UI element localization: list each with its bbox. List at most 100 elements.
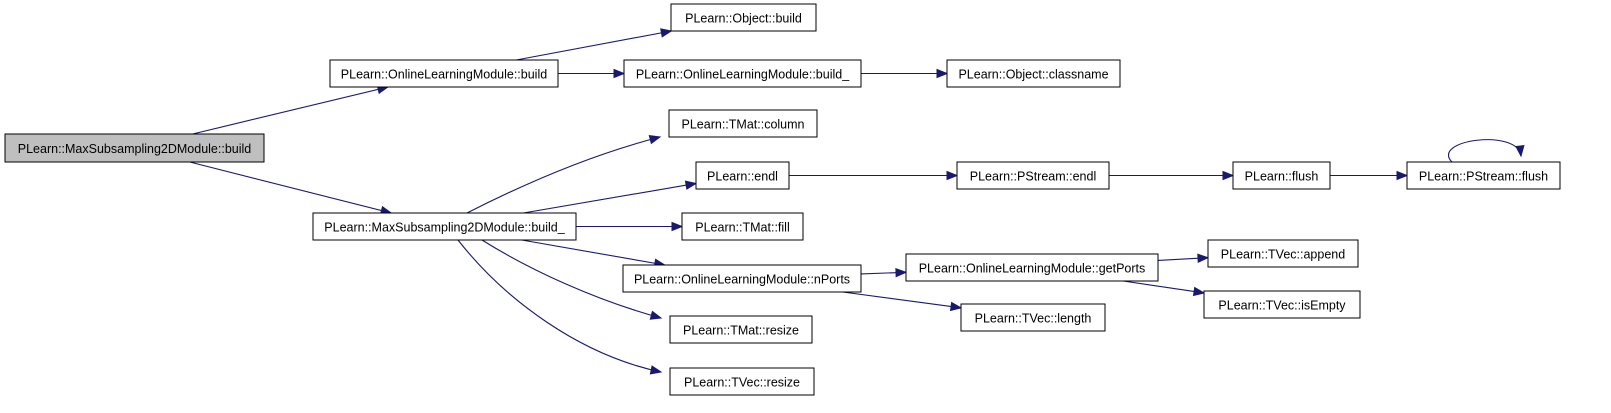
- edge-n2-to-n18: [457, 239, 663, 375]
- arrowhead: [649, 310, 663, 320]
- node-n14[interactable]: PLearn::TVec::append: [1207, 239, 1359, 268]
- edge-line: [1448, 139, 1522, 163]
- node-box: [329, 59, 559, 88]
- edge-line: [189, 161, 392, 214]
- node-n11[interactable]: PLearn::TMat::fill: [681, 212, 804, 241]
- arrowhead: [936, 68, 949, 79]
- node-box: [4, 133, 265, 163]
- node-label: PLearn::MaxSubsampling2DModule::build_: [324, 221, 565, 235]
- arrowhead: [895, 267, 908, 278]
- edge-n7-to-n8: [789, 170, 959, 181]
- edge-line: [192, 86, 389, 135]
- node-label: PLearn::TMat::resize: [683, 324, 799, 338]
- node-label: PLearn::TVec::resize: [684, 376, 800, 390]
- edge-n0-to-n1: [192, 84, 390, 135]
- node-box: [905, 253, 1159, 282]
- edge-layer: [189, 28, 1525, 375]
- edge-n8-to-n9: [1109, 170, 1235, 181]
- edge-n2-to-n6: [466, 135, 662, 214]
- edge-line: [842, 291, 962, 309]
- edge-n13-to-n14: [1157, 253, 1210, 263]
- arrowhead: [1222, 170, 1235, 181]
- edge-line: [521, 239, 665, 266]
- node-n4[interactable]: PLearn::OnlineLearningModule::build_: [623, 59, 862, 88]
- edge-n0-to-n2: [189, 161, 393, 216]
- node-box: [669, 315, 813, 344]
- node-n18[interactable]: PLearn::TVec::resize: [669, 367, 815, 396]
- node-layer: PLearn::MaxSubsampling2DModule::buildPLe…: [4, 3, 1561, 396]
- node-n13[interactable]: PLearn::OnlineLearningModule::getPorts: [905, 253, 1159, 282]
- node-label: PLearn::TVec::append: [1221, 248, 1345, 262]
- arrowhead: [949, 301, 963, 312]
- node-label: PLearn::OnlineLearningModule::build_: [636, 68, 850, 82]
- edge-n13-to-n15: [1123, 280, 1206, 297]
- node-n0[interactable]: PLearn::MaxSubsampling2DModule::build: [4, 133, 265, 163]
- edge-line: [457, 239, 662, 373]
- arrowhead: [648, 135, 662, 145]
- node-label: PLearn::endl: [707, 170, 778, 184]
- node-box: [956, 161, 1110, 190]
- node-n2[interactable]: PLearn::MaxSubsampling2DModule::build_: [312, 212, 577, 241]
- node-box: [695, 161, 790, 190]
- edge-line: [1123, 280, 1205, 294]
- edge-line: [516, 30, 672, 61]
- node-box: [946, 59, 1121, 88]
- edge-n2-to-n12: [521, 239, 667, 268]
- node-box: [312, 212, 577, 241]
- node-n16[interactable]: PLearn::TVec::length: [960, 303, 1106, 332]
- node-label: PLearn::flush: [1245, 170, 1319, 184]
- arrowhead: [1192, 286, 1206, 297]
- node-box: [622, 264, 862, 293]
- node-label: PLearn::MaxSubsampling2DModule::build: [18, 142, 252, 156]
- node-box: [670, 3, 817, 32]
- node-n8[interactable]: PLearn::PStream::endl: [956, 161, 1110, 190]
- node-label: PLearn::OnlineLearningModule::nPorts: [634, 273, 850, 287]
- node-n15[interactable]: PLearn::TVec::isEmpty: [1203, 290, 1361, 319]
- edge-n2-to-n17: [481, 239, 663, 320]
- edge-n4-to-n5: [861, 68, 949, 79]
- node-n12[interactable]: PLearn::OnlineLearningModule::nPorts: [622, 264, 862, 293]
- node-box: [1203, 290, 1361, 319]
- node-label: PLearn::TMat::fill: [695, 221, 789, 235]
- node-box: [623, 59, 862, 88]
- node-box: [1232, 161, 1331, 190]
- node-n6[interactable]: PLearn::TMat::column: [668, 109, 818, 138]
- node-box: [960, 303, 1106, 332]
- edge-n9-to-n10: [1330, 170, 1409, 181]
- node-box: [681, 212, 804, 241]
- node-label: PLearn::Object::classname: [958, 68, 1108, 82]
- node-n17[interactable]: PLearn::TMat::resize: [669, 315, 813, 344]
- arrowhead: [1197, 253, 1210, 263]
- arrowhead: [660, 28, 673, 38]
- node-label: PLearn::PStream::endl: [970, 170, 1096, 184]
- node-label: PLearn::OnlineLearningModule::getPorts: [919, 262, 1146, 276]
- edge-n10-to-n10: [1448, 139, 1525, 163]
- edge-n1-to-n3: [516, 28, 673, 61]
- node-n10[interactable]: PLearn::PStream::flush: [1406, 161, 1561, 190]
- edge-n12-to-n16: [842, 291, 963, 312]
- arrowhead: [649, 365, 663, 375]
- node-n9[interactable]: PLearn::flush: [1232, 161, 1331, 190]
- edge-line: [466, 136, 661, 214]
- arrowhead: [946, 170, 959, 181]
- node-box: [668, 109, 818, 138]
- node-label: PLearn::PStream::flush: [1419, 170, 1548, 184]
- node-label: PLearn::OnlineLearningModule::build: [341, 68, 547, 82]
- arrowhead: [671, 221, 684, 232]
- arrowhead: [684, 180, 698, 190]
- node-label: PLearn::TVec::isEmpty: [1218, 299, 1346, 313]
- node-n7[interactable]: PLearn::endl: [695, 161, 790, 190]
- node-box: [1406, 161, 1561, 190]
- edge-n2-to-n11: [576, 221, 684, 232]
- node-label: PLearn::TVec::length: [975, 312, 1092, 326]
- arrowhead: [613, 68, 626, 79]
- node-box: [1207, 239, 1359, 268]
- node-n3[interactable]: PLearn::Object::build: [670, 3, 817, 32]
- node-n5[interactable]: PLearn::Object::classname: [946, 59, 1121, 88]
- node-label: PLearn::Object::build: [685, 12, 802, 26]
- edge-n2-to-n7: [523, 180, 698, 214]
- node-n1[interactable]: PLearn::OnlineLearningModule::build: [329, 59, 559, 88]
- arrowhead: [1515, 145, 1525, 158]
- edge-n1-to-n4: [558, 68, 626, 79]
